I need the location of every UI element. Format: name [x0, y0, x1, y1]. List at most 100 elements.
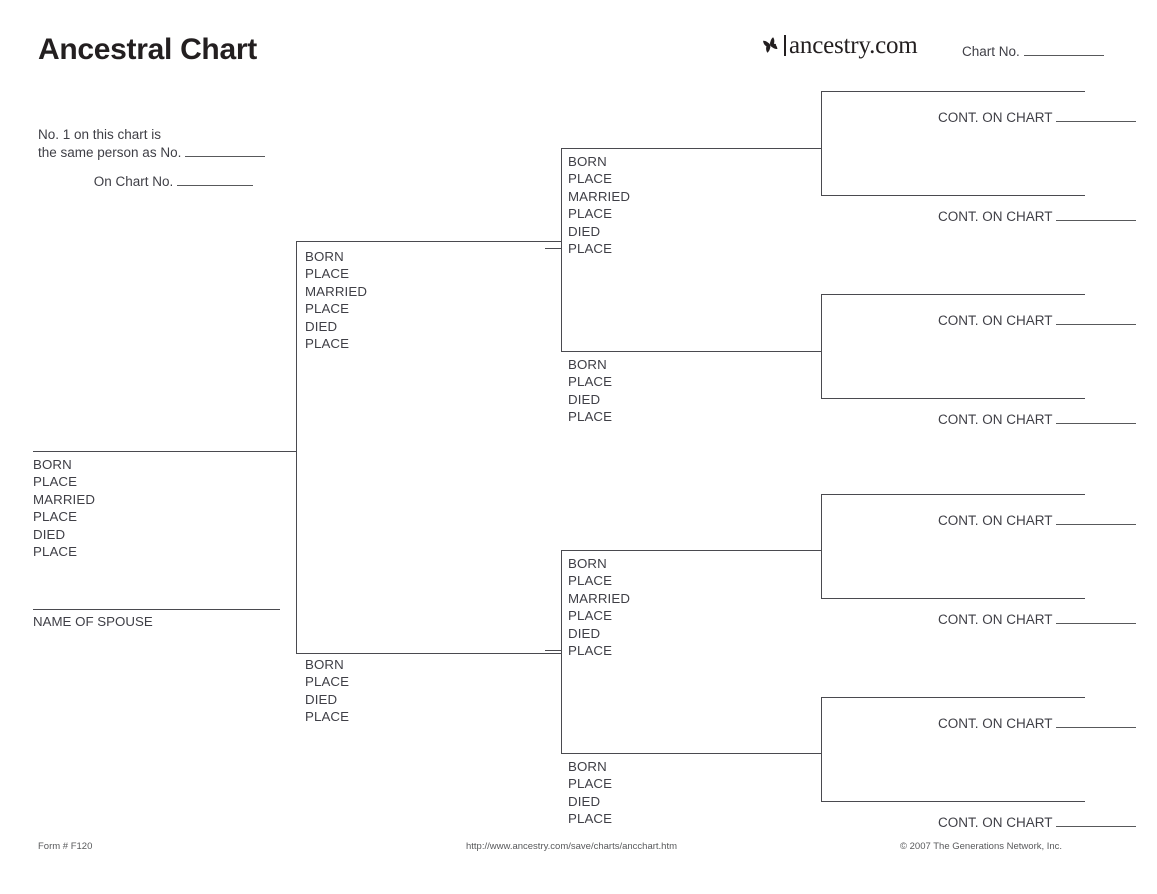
- same-person-line-2: the same person as No.: [38, 145, 182, 160]
- person-7-name-rule: [561, 753, 821, 754]
- chart-no-label: Chart No.: [962, 44, 1020, 59]
- person-1-field-married: MARRIED: [33, 491, 96, 507]
- person-5-field-place1: PLACE: [568, 374, 613, 390]
- person-3-field-died: DIED: [305, 691, 338, 707]
- person-9-cont-blank[interactable]: [1056, 220, 1137, 221]
- person-11-cont-on-chart[interactable]: CONT. ON CHART: [938, 412, 1137, 427]
- person-9-cont-label: CONT. ON CHART: [938, 209, 1053, 224]
- person-2-field-place2: PLACE: [305, 301, 350, 317]
- person-1-spouse-label: NAME OF SPOUSE: [33, 614, 153, 629]
- person-12-cont-label: CONT. ON CHART: [938, 513, 1053, 528]
- person-10-cont-on-chart[interactable]: CONT. ON CHART: [938, 313, 1137, 328]
- person-6-field-born: BORN: [568, 556, 607, 571]
- person-5-field-died: DIED: [568, 391, 601, 407]
- person-4-fields: BORN PLACE MARRIED PLACE DIED PLACE: [568, 153, 630, 257]
- person-6-field-place2: PLACE: [568, 608, 613, 624]
- person-9-cont-on-chart[interactable]: CONT. ON CHART: [938, 209, 1137, 224]
- person-8-cont-on-chart[interactable]: CONT. ON CHART: [938, 110, 1137, 125]
- person-6-field-died: DIED: [568, 625, 601, 641]
- logo-wordmark: ancestry.com: [789, 31, 918, 59]
- person-4-field-born: BORN: [568, 154, 607, 169]
- person-14-cont-blank[interactable]: [1056, 727, 1137, 728]
- person-9-name-rule: [821, 195, 1085, 196]
- person-4-field-place3: PLACE: [568, 241, 613, 257]
- person-2-field-born: BORN: [305, 249, 344, 264]
- person-13-cont-blank[interactable]: [1056, 623, 1137, 624]
- on-chart-no-blank[interactable]: [177, 185, 253, 186]
- person-15-cont-on-chart[interactable]: CONT. ON CHART: [938, 815, 1137, 830]
- person-6-field-place1: PLACE: [568, 573, 613, 589]
- person-2-field-place1: PLACE: [305, 266, 350, 282]
- footer-url[interactable]: http://www.ancestry.com/save/charts/ancc…: [466, 841, 678, 852]
- same-person-line-1: No. 1 on this chart is: [38, 127, 162, 142]
- person-7-field-place2: PLACE: [568, 811, 613, 827]
- ancestry-leaf-icon: [757, 33, 783, 57]
- person-3-field-place2: PLACE: [305, 709, 350, 725]
- person-15-cont-blank[interactable]: [1056, 826, 1137, 827]
- person-5-name-rule: [561, 351, 821, 352]
- on-chart-no-label: On Chart No.: [93, 174, 174, 189]
- chart-no-blank[interactable]: [1023, 55, 1104, 56]
- person-3-name-rule: [296, 653, 561, 654]
- person-7-to-gen4-connector: [805, 753, 822, 754]
- person-5-field-born: BORN: [568, 357, 607, 372]
- person-6-field-place3: PLACE: [568, 643, 613, 659]
- person-11-cont-blank[interactable]: [1056, 423, 1137, 424]
- person-5-fields: BORN PLACE DIED PLACE: [568, 356, 612, 426]
- same-person-note: No. 1 on this chart is the same person a…: [38, 126, 266, 162]
- person-6-fields: BORN PLACE MARRIED PLACE DIED PLACE: [568, 555, 630, 659]
- person-10-name-rule: [821, 294, 1085, 295]
- person-2-name-rule: [296, 241, 561, 242]
- chart-no-field[interactable]: Chart No.: [962, 44, 1104, 59]
- person-2-field-married: MARRIED: [305, 283, 368, 299]
- gen4-bracket-c-spine: [821, 494, 822, 598]
- person-7-fields: BORN PLACE DIED PLACE: [568, 758, 612, 828]
- person-7-field-died: DIED: [568, 793, 601, 809]
- person-4-field-place1: PLACE: [568, 171, 613, 187]
- person-1-spouse-rule: [33, 609, 280, 610]
- person-4-to-gen4-connector: [805, 148, 822, 149]
- logo-divider: [784, 34, 786, 56]
- person-1-name-rule: [33, 451, 296, 452]
- same-person-blank[interactable]: [185, 156, 266, 157]
- footer-form-number: Form # F120: [38, 841, 93, 852]
- gen2-bracket-spine: [296, 241, 297, 653]
- person-12-name-rule: [821, 494, 1085, 495]
- gen3-upper-bracket-spine: [561, 148, 562, 351]
- person-6-field-married: MARRIED: [568, 590, 631, 606]
- person-11-name-rule: [821, 398, 1085, 399]
- person-5-to-gen4-connector: [805, 351, 822, 352]
- person-8-cont-blank[interactable]: [1056, 121, 1137, 122]
- person-8-cont-label: CONT. ON CHART: [938, 110, 1053, 125]
- person-14-name-rule: [821, 697, 1085, 698]
- person-6-to-gen4-connector: [805, 550, 822, 551]
- person-3-to-gen3-connector: [545, 650, 562, 651]
- person-14-cont-on-chart[interactable]: CONT. ON CHART: [938, 716, 1137, 731]
- person-15-name-rule: [821, 801, 1085, 802]
- person-3-field-born: BORN: [305, 657, 344, 672]
- person-13-name-rule: [821, 598, 1085, 599]
- person-12-cont-blank[interactable]: [1056, 524, 1137, 525]
- on-chart-no-field[interactable]: On Chart No.: [38, 174, 253, 189]
- person-7-field-born: BORN: [568, 759, 607, 774]
- person-14-cont-label: CONT. ON CHART: [938, 716, 1053, 731]
- page-title: Ancestral Chart: [38, 33, 257, 66]
- person-2-field-place3: PLACE: [305, 336, 350, 352]
- gen4-bracket-d-spine: [821, 697, 822, 801]
- person-12-cont-on-chart[interactable]: CONT. ON CHART: [938, 513, 1137, 528]
- person-15-cont-label: CONT. ON CHART: [938, 815, 1053, 830]
- person-4-name-rule: [561, 148, 821, 149]
- person-13-cont-on-chart[interactable]: CONT. ON CHART: [938, 612, 1137, 627]
- gen1-to-gen2-connector: [280, 451, 297, 452]
- gen3-lower-bracket-spine: [561, 550, 562, 753]
- person-2-field-died: DIED: [305, 318, 338, 334]
- person-1-field-place1: PLACE: [33, 474, 78, 490]
- person-5-field-place2: PLACE: [568, 409, 613, 425]
- person-1-fields: BORN PLACE MARRIED PLACE DIED PLACE: [33, 456, 95, 560]
- person-3-fields: BORN PLACE DIED PLACE: [305, 656, 349, 726]
- person-1-field-place3: PLACE: [33, 544, 78, 560]
- person-10-cont-blank[interactable]: [1056, 324, 1137, 325]
- person-1-field-born: BORN: [33, 457, 72, 472]
- person-8-name-rule: [821, 91, 1085, 92]
